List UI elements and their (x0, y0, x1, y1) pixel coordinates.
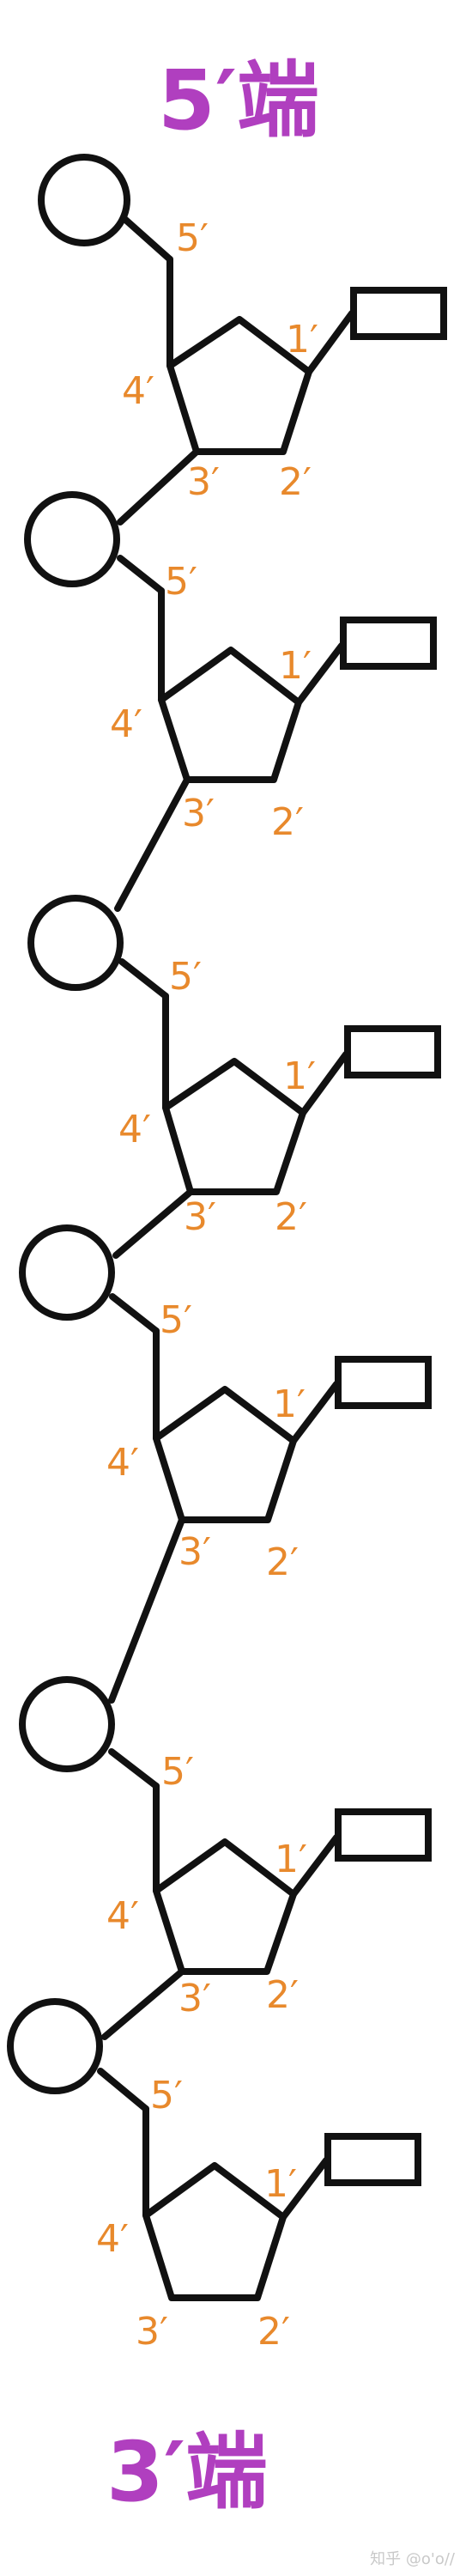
phosphate-sugar-bond (109, 1293, 160, 1334)
label-4-prime: 4′ (106, 1441, 139, 1485)
phosphate-circle (24, 491, 120, 587)
glycosidic-bond (300, 1051, 349, 1116)
label-1-prime: 1′ (264, 2162, 297, 2206)
backbone-link-1-2 (117, 448, 200, 526)
glycosidic-bond (280, 2157, 330, 2221)
base-rect (324, 2133, 421, 2186)
label-1-prime: 1′ (286, 318, 318, 361)
label-4-prime: 4′ (122, 369, 154, 413)
backbone-link-4-5 (108, 1516, 185, 1704)
base-rect (350, 287, 447, 340)
label-1-prime: 1′ (279, 644, 312, 688)
label-4-prime: 4′ (106, 1894, 139, 1938)
label-4-prime: 4′ (96, 2217, 129, 2261)
phosphate-circle (7, 1998, 103, 2094)
glycosidic-bond (295, 642, 345, 706)
label-3-prime: 3′ (182, 792, 215, 835)
label-1-prime: 1′ (275, 1838, 307, 1881)
phosphate-circle (38, 154, 130, 246)
label-3-prime: 3′ (179, 1977, 211, 2020)
label-5-prime: 5′ (150, 2074, 183, 2117)
label-3-prime: 3′ (179, 1530, 211, 1574)
sugar-ring (153, 1838, 297, 1975)
phosphate-sugar-bond (118, 958, 169, 999)
label-2-prime: 2′ (257, 2310, 290, 2354)
label-2-prime: 2′ (266, 1973, 299, 2017)
phosphate-circle (27, 895, 124, 991)
three-prime-end-label: 3′端 (106, 2424, 268, 2520)
label-2-prime: 2′ (279, 460, 312, 504)
label-5-prime: 5′ (165, 560, 197, 604)
nucleotide-4: 5′ 4′ 1′ 3′ 2′ (19, 1224, 432, 1584)
label-5-prime: 5′ (161, 1750, 194, 1794)
backbone-link-5-6 (101, 1968, 185, 2040)
nucleotide-6: 5′ 4′ 1′ 3′ 2′ (7, 1998, 421, 2354)
base-rect (344, 1025, 441, 1078)
sugar-ring (153, 1386, 297, 1523)
sugar-ring (158, 647, 302, 783)
base-rect (335, 1356, 432, 1409)
phosphate-circle (19, 1224, 115, 1321)
label-3-prime: 3′ (187, 460, 220, 504)
phosphate-sugar-bond (97, 2068, 149, 2112)
phosphate-sugar-bond (108, 1748, 160, 1789)
label-5-prime: 5′ (169, 955, 202, 999)
label-3-prime: 3′ (136, 2310, 168, 2354)
backbone-link-3-4 (112, 1188, 194, 1259)
nucleotide-2: 5′ 4′ 1′ 3′ 2′ (24, 491, 437, 844)
glycosidic-bond (290, 1381, 340, 1444)
five-prime-end-label: 5′端 (158, 52, 319, 149)
watermark: 知乎 @o'o// (370, 2550, 456, 2568)
sugar-ring (142, 2162, 287, 2301)
label-4-prime: 4′ (118, 1108, 151, 1151)
phosphate-sugar-bond (117, 555, 165, 594)
glycosidic-bond (306, 310, 355, 375)
label-4-prime: 4′ (110, 702, 142, 746)
label-2-prime: 2′ (275, 1195, 307, 1239)
base-rect (340, 617, 437, 670)
sugar-ring (162, 1058, 306, 1195)
glycosidic-bond (290, 1834, 340, 1898)
label-5-prime: 5′ (176, 216, 209, 260)
nucleotide-5: 5′ 4′ 1′ 3′ 2′ (19, 1676, 432, 2020)
label-1-prime: 1′ (273, 1382, 306, 1426)
base-rect (335, 1808, 432, 1862)
phosphate-circle (19, 1676, 115, 1772)
sugar-ring (166, 316, 312, 455)
nucleotide-1: 5′ 4′ 1′ 3′ 2′ (38, 154, 447, 504)
label-1-prime: 1′ (283, 1054, 316, 1098)
label-5-prime: 5′ (160, 1298, 192, 1342)
label-3-prime: 3′ (184, 1195, 216, 1239)
label-2-prime: 2′ (271, 800, 304, 844)
label-2-prime: 2′ (266, 1540, 299, 1584)
backbone-link-2-3 (114, 776, 191, 912)
nucleotide-3: 5′ 4′ 1′ 3′ 2′ (27, 895, 441, 1239)
phosphate-sugar-bond (119, 214, 173, 263)
